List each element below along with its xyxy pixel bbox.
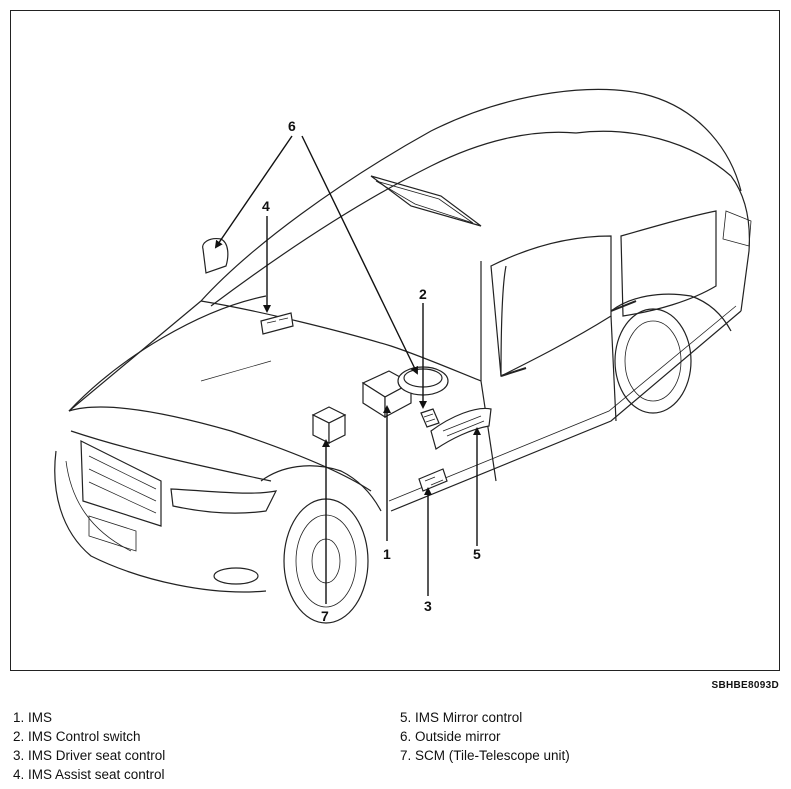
- legend-item-7: 7. SCM (Tile-Telescope unit): [400, 748, 570, 763]
- legend-item-1: 1. IMS: [13, 710, 53, 725]
- legend-item-2: 2. IMS Control switch: [13, 729, 141, 744]
- ims-assist-seat-control: [260, 312, 294, 335]
- ims-control-switch: [420, 408, 440, 428]
- callout-2: 2: [419, 286, 427, 302]
- car-outline: [54, 88, 752, 624]
- leader-lines: [214, 135, 481, 604]
- legend-left: 1. IMS 2. IMS Control switch 3. IMS Driv…: [13, 708, 165, 784]
- legend-item-3: 3. IMS Driver seat control: [13, 748, 166, 763]
- car-diagram: 6 4 2 1 5 3 7: [54, 88, 752, 624]
- callout-5: 5: [473, 546, 481, 562]
- leader-6b: [301, 135, 418, 375]
- legend-item-4: 4. IMS Assist seat control: [13, 767, 165, 782]
- callout-4: 4: [262, 198, 270, 214]
- ims-mirror-control: [430, 407, 492, 450]
- callout-7: 7: [321, 608, 329, 624]
- leader-6a: [214, 135, 293, 249]
- figure-code: SBHBE8093D: [711, 680, 779, 691]
- callout-6: 6: [288, 118, 296, 134]
- callout-1: 1: [383, 546, 391, 562]
- legend-item-5: 5. IMS Mirror control: [400, 710, 523, 725]
- components: [260, 312, 492, 492]
- scm-unit: [311, 406, 347, 444]
- ims-driver-seat-control: [418, 468, 448, 492]
- diagram-frame: 6 4 2 1 5 3 7: [10, 10, 780, 671]
- legend-right: 5. IMS Mirror control 6. Outside mirror …: [400, 708, 570, 765]
- legend-item-6: 6. Outside mirror: [400, 729, 501, 744]
- callout-3: 3: [424, 598, 432, 614]
